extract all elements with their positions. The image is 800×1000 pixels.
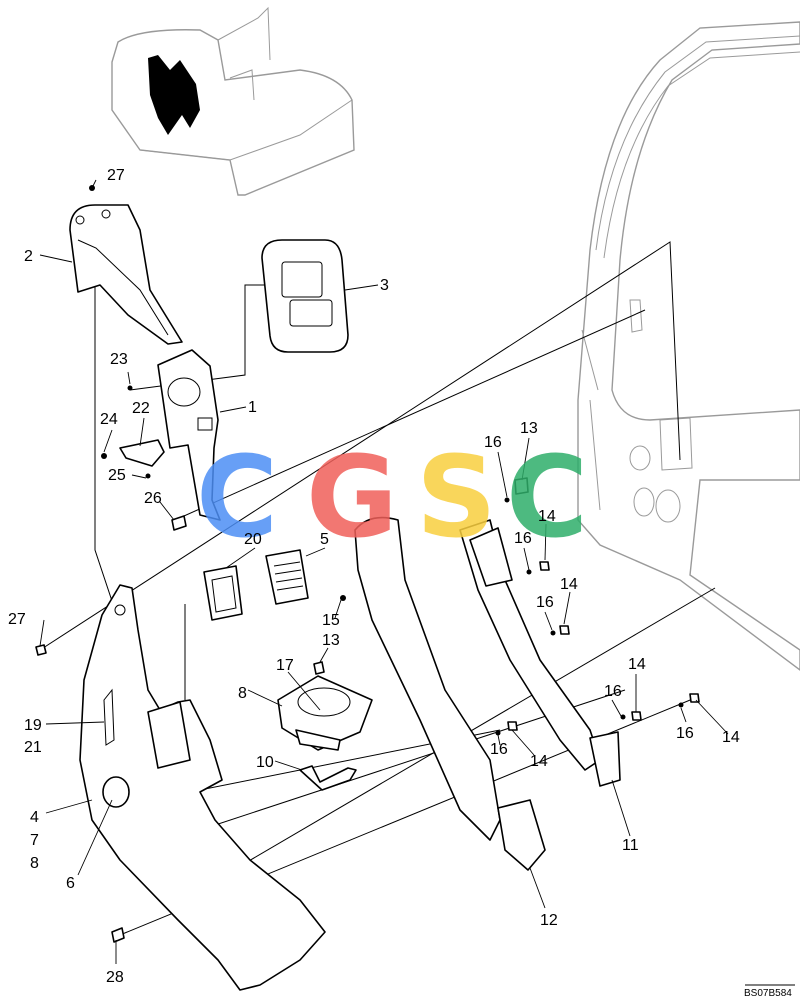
callout-7: 7 (30, 832, 39, 849)
part-4-lower-panel (79, 584, 326, 991)
callout-6: 6 (66, 875, 75, 892)
callout-2: 2 (24, 248, 33, 265)
part-10-bracket (299, 765, 357, 791)
seat-context (111, 6, 355, 196)
callout-16-d: 16 (604, 683, 622, 700)
part-2-upper-cover (69, 204, 183, 345)
door-frame-context (577, 21, 800, 671)
callout-13-b: 13 (322, 632, 340, 649)
callout-14-d: 14 (530, 753, 548, 770)
callout-23: 23 (110, 351, 128, 368)
callout-8: 8 (238, 685, 247, 702)
callout-21: 21 (24, 739, 42, 756)
callout-19: 19 (24, 717, 42, 734)
callout-20: 20 (244, 531, 262, 548)
callout-16-e: 16 (490, 741, 508, 758)
callout-labels: 27 2 3 23 1 24 22 25 26 16 13 14 16 20 5… (8, 167, 740, 986)
callout-15: 15 (322, 612, 340, 629)
watermark-letter-g: G (306, 433, 398, 563)
part-11-pillar-trim (459, 519, 621, 787)
callout-22: 22 (132, 400, 150, 417)
part-20-vent-frame (203, 565, 243, 621)
callout-16-f: 16 (676, 725, 694, 742)
callout-24: 24 (100, 411, 118, 428)
callout-5: 5 (320, 531, 329, 548)
callout-13: 13 (520, 420, 538, 437)
callout-17: 17 (276, 657, 294, 674)
callout-14: 14 (538, 508, 556, 525)
callout-14-b: 14 (560, 576, 578, 593)
callout-16: 16 (484, 434, 502, 451)
callout-11: 11 (622, 837, 639, 854)
callout-12: 12 (540, 912, 558, 929)
callout-25: 25 (108, 467, 126, 484)
watermark-letter-c-2: C (506, 433, 588, 563)
callout-16-b: 16 (514, 530, 532, 547)
callout-26: 26 (144, 490, 162, 507)
drawing-code: BS07B584 (744, 988, 792, 999)
part-8-tray (277, 675, 373, 751)
leader-lines (39, 179, 795, 986)
part-3-switch-panel (261, 239, 349, 353)
callout-8-b: 8 (30, 855, 39, 872)
fasteners (35, 185, 700, 943)
callout-3: 3 (380, 277, 389, 294)
part-5-vent-grille (265, 549, 309, 605)
callout-28: 28 (106, 969, 124, 986)
watermark-letter-s: S (416, 433, 497, 563)
part-12-pillar-trim (354, 516, 546, 871)
callout-14-e: 14 (722, 729, 740, 746)
callout-4: 4 (30, 809, 39, 826)
callout-27-b: 27 (8, 611, 26, 628)
part-22-bracket (119, 439, 165, 467)
callout-10: 10 (256, 754, 274, 771)
callout-27: 27 (107, 167, 125, 184)
watermark-letter-c: C (196, 433, 278, 563)
part-1-mounting-plate (157, 349, 221, 521)
callout-14-c: 14 (628, 656, 646, 673)
cgsc-watermark: C G S C (196, 433, 588, 563)
callout-1: 1 (248, 399, 257, 416)
callout-16-c: 16 (536, 594, 554, 611)
